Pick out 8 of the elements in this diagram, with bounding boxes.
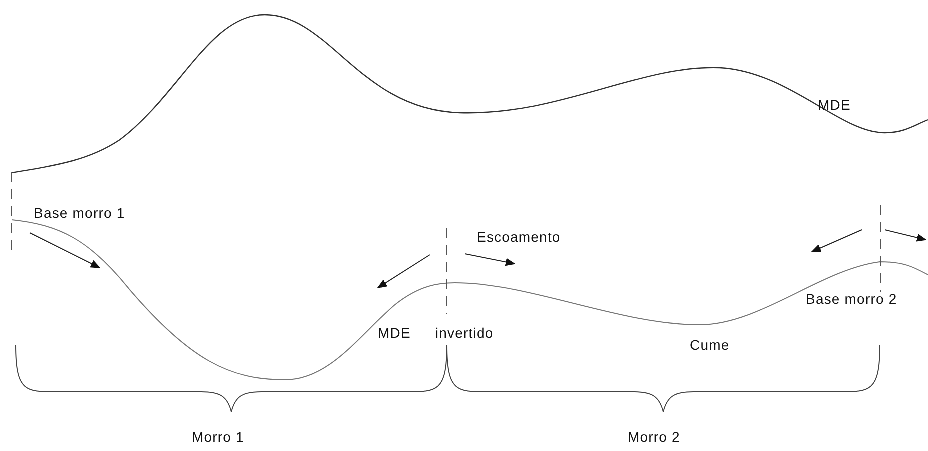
hill-label: Morro 2 bbox=[628, 430, 680, 444]
curve-label: MDE bbox=[818, 98, 851, 112]
curve-label: MDE invertido bbox=[378, 326, 494, 340]
hill-label: Morro 1 bbox=[192, 430, 244, 444]
base-label: Base morro 1 bbox=[34, 206, 126, 220]
flow-label: Escoamento bbox=[477, 230, 561, 244]
base-label: Base morro 2 bbox=[806, 292, 898, 306]
summit-label: Cume bbox=[690, 338, 730, 352]
